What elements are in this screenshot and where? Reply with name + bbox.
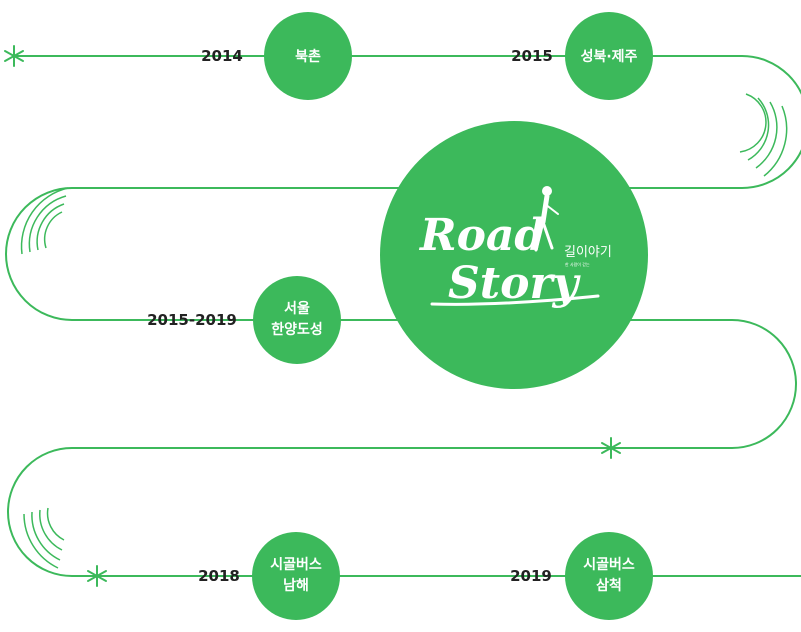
logo-subtitle: 길이야기	[564, 245, 612, 260]
end-star-icon	[87, 565, 107, 587]
logo-circle	[380, 121, 648, 389]
milestone-2019: 2019 시골버스 삼척	[510, 532, 653, 620]
start-star-icon	[4, 45, 24, 67]
milestone-label: 한양도성	[271, 322, 323, 338]
milestone-circle	[253, 276, 341, 364]
roadstory-logo: Road Story 길이야기 한 사람이 걷는	[380, 121, 648, 389]
milestone-2015-2019: 2015-2019 서울 한양도성	[147, 276, 341, 364]
milestone-label: 성북·제주	[581, 49, 638, 65]
ripple-icon	[739, 93, 788, 177]
year-label: 2015-2019	[147, 311, 237, 329]
logo-underline-stroke	[430, 294, 600, 306]
milestone-label: 시골버스	[270, 556, 322, 573]
year-label: 2015	[511, 47, 553, 65]
milestone-circle	[252, 532, 340, 620]
milestone-circle	[565, 12, 653, 100]
mid-star-icon	[601, 437, 621, 459]
milestone-2014: 2014 북촌	[201, 12, 352, 100]
milestone-2015: 2015 성북·제주	[511, 12, 653, 100]
milestone-label: 북촌	[295, 49, 321, 65]
milestone-circle	[264, 12, 352, 100]
year-label: 2019	[510, 567, 552, 585]
ripple-icon	[20, 187, 69, 255]
milestone-label: 시골버스	[583, 556, 635, 573]
milestone-2018: 2018 시골버스 남해	[198, 532, 340, 620]
ripple-icon	[23, 507, 65, 569]
logo-road-text: Road	[418, 210, 545, 261]
milestone-label: 남해	[283, 577, 309, 594]
year-label: 2018	[198, 567, 240, 585]
milestone-circle	[565, 532, 653, 620]
logo-tiny-caption: 한 사람이 걷는	[565, 261, 590, 267]
walking-person-icon	[534, 186, 559, 252]
milestone-label: 서울	[284, 300, 310, 317]
year-label: 2014	[201, 47, 243, 65]
milestone-label: 삼척	[596, 578, 622, 594]
